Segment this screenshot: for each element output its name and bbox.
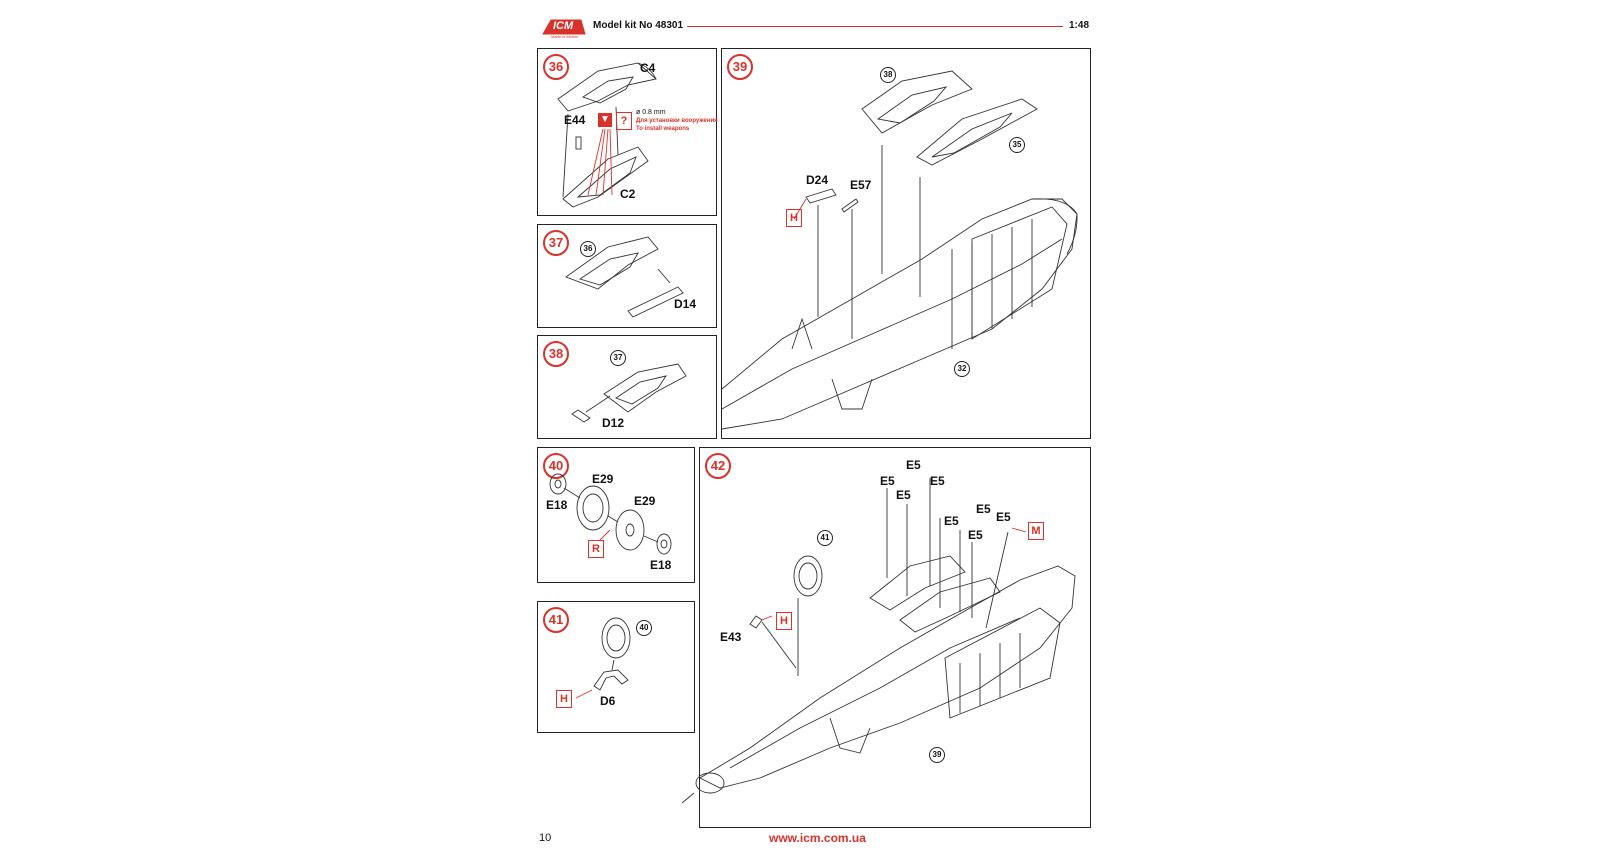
page-number: 10 — [539, 832, 552, 844]
step-41-panel: 41 40 D6 H — [537, 601, 695, 733]
step-36-panel: 36 C4 E44 C2 ▼ ? ø 0.8 mm Для установки … — [537, 48, 718, 216]
step-number: 42 — [705, 453, 731, 479]
ref-step-35: 35 — [1009, 137, 1025, 153]
step-number: 38 — [543, 341, 569, 367]
drill-note-ru: Для установки вооружения — [636, 118, 718, 124]
part-e5: E5 — [976, 502, 991, 516]
part-e18-a: E18 — [546, 498, 568, 512]
header-rule — [687, 26, 1063, 27]
wheel-fork-drawing — [575, 617, 631, 699]
logo-text: ICM — [553, 20, 574, 32]
part-c4: C4 — [640, 61, 656, 75]
part-e5: E5 — [930, 474, 945, 488]
part-e5: E5 — [968, 528, 983, 542]
part-e57: E57 — [850, 178, 872, 192]
ref-step-38: 38 — [880, 67, 896, 83]
part-e18-b: E18 — [650, 558, 672, 572]
part-e29-b: E29 — [634, 494, 656, 508]
ref-step-36: 36 — [580, 241, 596, 257]
part-d12: D12 — [602, 416, 625, 430]
question-tag: ? — [616, 112, 632, 130]
step-36-drawing — [557, 62, 657, 208]
step-42-panel: 42 41 39 — [681, 447, 1091, 828]
scale-label: 1:48 — [1069, 20, 1090, 31]
part-d6: D6 — [600, 694, 616, 708]
part-e5: E5 — [996, 510, 1011, 524]
step-number: 37 — [543, 230, 569, 256]
ref-step-32: 32 — [954, 361, 970, 377]
step-38-panel: 38 37 D12 — [537, 335, 717, 439]
step-number: 41 — [543, 607, 569, 633]
step-number: 40 — [543, 453, 569, 479]
step-40-panel: 40 E29 E29 E18 E18 R — [537, 447, 695, 583]
step-39-panel: 39 38 35 32 D24 — [721, 48, 1091, 439]
part-d14: D14 — [674, 297, 697, 311]
part-e5: E5 — [906, 458, 921, 472]
drill-note-en: To install weapons — [636, 126, 690, 132]
website-link[interactable]: www.icm.com.ua — [769, 831, 866, 845]
paint-tag-r: R — [588, 540, 604, 558]
step-number: 39 — [727, 54, 753, 80]
glue-tag-h: H — [556, 690, 572, 708]
part-d24: D24 — [806, 173, 829, 187]
glue-tag-h: H — [776, 612, 792, 630]
part-e5: E5 — [880, 474, 895, 488]
step-number: 36 — [543, 54, 569, 80]
ref-step-39: 39 — [929, 747, 945, 763]
logo-shape — [542, 19, 586, 35]
step-37-panel: 37 36 D14 — [537, 224, 717, 328]
drill-icon: ▼ — [598, 113, 612, 127]
icm-logo: ICM Made in Motion — [541, 18, 586, 40]
fuselage-drawing-39 — [721, 70, 1078, 430]
drill-diameter: ø 0.8 mm — [636, 109, 666, 116]
part-e29-a: E29 — [592, 472, 614, 486]
ref-step-40: 40 — [636, 620, 652, 636]
paint-tag-m: M — [1028, 522, 1044, 540]
part-e44: E44 — [564, 113, 586, 127]
part-e5: E5 — [896, 488, 911, 502]
part-e43: E43 — [720, 630, 742, 644]
instruction-page: ICM Made in Motion Model kit No 48301 1:… — [535, 12, 1095, 847]
glue-tag-h: H — [786, 209, 802, 227]
kit-label: Model kit No 48301 — [593, 20, 684, 31]
ref-step-41: 41 — [817, 530, 833, 546]
part-c2: C2 — [620, 187, 636, 201]
wheel-exploded-drawing — [549, 473, 672, 555]
step-38-drawing — [571, 363, 687, 423]
ref-step-37: 37 — [610, 350, 626, 366]
logo-tagline: Made in Motion — [551, 34, 579, 39]
part-e5: E5 — [944, 514, 959, 528]
fuselage-drawing-42 — [681, 478, 1076, 804]
step-37-drawing — [565, 236, 684, 318]
